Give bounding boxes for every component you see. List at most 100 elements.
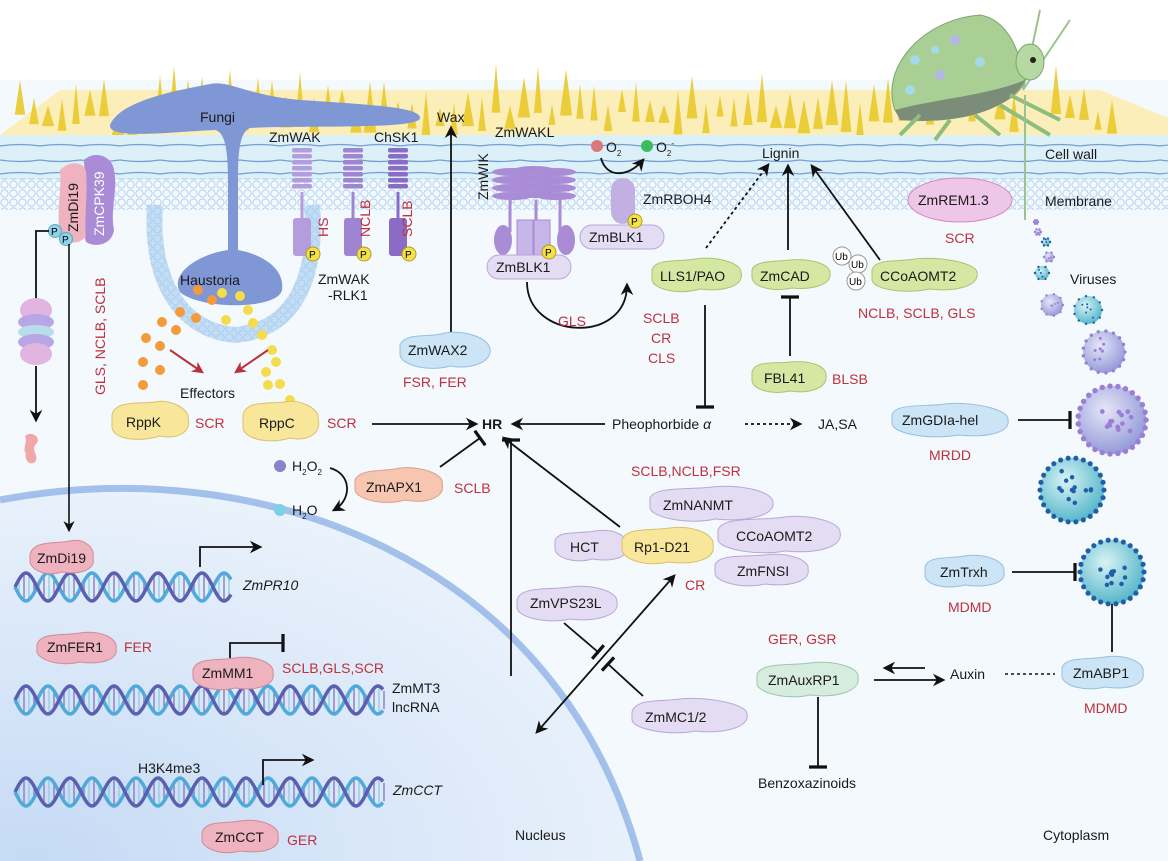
ectodomain-ring xyxy=(292,166,312,171)
svg-text:P: P xyxy=(51,227,58,238)
virus-spike xyxy=(1059,296,1062,300)
zmtrxh-disease: MDMD xyxy=(948,599,992,615)
svg-text:P: P xyxy=(545,248,552,259)
virus-spike xyxy=(1046,237,1050,240)
zmapx1-protein[interactable]: ZmAPX1 xyxy=(354,467,443,503)
ectodomain-ring xyxy=(343,166,363,171)
zmgdia-hel-disease: MRDD xyxy=(929,447,971,463)
effector-orange xyxy=(171,325,181,335)
wax-spike xyxy=(783,93,797,129)
effector-orange xyxy=(207,295,217,305)
membrane-label: Membrane xyxy=(1045,193,1112,209)
virus-spike xyxy=(1084,294,1088,298)
h2o2-molecule-icon xyxy=(274,460,286,472)
zmwak-rlk1-label-2: -RLK1 xyxy=(328,287,368,303)
zmabp1-protein[interactable]: ZmABP1 xyxy=(1061,655,1144,690)
wax-spike xyxy=(14,80,26,115)
wax-spike xyxy=(769,105,783,128)
virus-spike xyxy=(1113,537,1119,543)
lls1-pao-protein[interactable]: LLS1/PAO xyxy=(651,257,742,293)
zmfnsi-protein[interactable]: ZmFNSI xyxy=(714,553,809,587)
zmwax2-protein[interactable]: ZmWAX2 xyxy=(399,331,491,369)
zmcct-protein[interactable]: ZmCCT xyxy=(201,819,279,854)
ectodomain-ring xyxy=(292,172,312,177)
virus-spike xyxy=(1049,256,1052,259)
zmmm1-protein[interactable]: ZmMM1 xyxy=(192,656,274,691)
ccoaomt2-complex-protein[interactable]: CCoAOMT2 xyxy=(717,515,841,554)
zmwak-label: ZmWAK xyxy=(269,129,321,145)
dna-strand xyxy=(13,684,385,716)
virus-spike xyxy=(1113,601,1119,607)
hct-protein[interactable]: HCT xyxy=(554,529,628,562)
zmdi19-membrane-protein[interactable]: ZmDi19 xyxy=(58,163,87,243)
zmrboh4-protein[interactable] xyxy=(611,178,635,224)
zmfer1-protein[interactable]: ZmFER1 xyxy=(36,631,117,665)
virus-spike xyxy=(1084,339,1088,343)
zmgdia-hel-label: ZmGDIa-hel xyxy=(902,412,978,428)
virus-spike xyxy=(1044,265,1047,269)
effector-yellow xyxy=(235,291,245,301)
virus-spike xyxy=(1121,357,1126,362)
zmcad-protein[interactable]: ZmCAD xyxy=(751,259,831,291)
zmrem13-protein[interactable]: ZmREM1.3 xyxy=(907,177,1013,223)
ccoaomt2-complex-label: CCoAOMT2 xyxy=(736,528,812,544)
virus-spike xyxy=(1056,301,1059,304)
rppc-protein[interactable]: RppC xyxy=(242,400,320,442)
wax-spike xyxy=(57,98,67,131)
virus-spike xyxy=(1035,228,1038,231)
virus-spike xyxy=(1125,409,1131,414)
cellulose-fiber xyxy=(0,171,1168,175)
zmmc12-protein[interactable]: ZmMC1/2 xyxy=(631,697,748,734)
virus-spike xyxy=(1097,502,1103,508)
zmauxrp1-protein[interactable]: ZmAuxRP1 xyxy=(756,661,859,698)
virus-spike xyxy=(1053,303,1056,306)
rppk-protein[interactable]: RppK xyxy=(111,400,190,440)
zmvps23l-protein[interactable]: ZmVPS23L xyxy=(516,585,618,622)
zmtrxh-protein[interactable]: ZmTrxh xyxy=(924,554,1005,588)
ectodomain-ring xyxy=(388,154,408,159)
kinase-domain xyxy=(344,218,362,256)
zmwik-label: ZmWIK xyxy=(475,153,491,200)
virus-spike xyxy=(1120,599,1126,605)
zmwakl-zmwik-complex[interactable] xyxy=(492,166,576,259)
virus-spike xyxy=(1072,500,1078,506)
virus-spike xyxy=(1058,457,1064,463)
virus-particles xyxy=(1032,219,1149,607)
virus-spike xyxy=(1081,346,1086,350)
zmblk1-protein-a[interactable]: ZmBLK1 xyxy=(486,254,572,280)
zmdi19-nuclear-protein[interactable]: ZmDi19 xyxy=(29,539,94,575)
cytoplasm-label: Cytoplasm xyxy=(1043,827,1109,843)
virus-spike xyxy=(1089,367,1094,371)
zmgdia-hel-protein[interactable]: ZmGDIa-hel xyxy=(891,402,1009,438)
virus-spike xyxy=(1044,277,1047,281)
virus-spike xyxy=(1105,601,1111,607)
fbl41-protein[interactable]: FBL41 xyxy=(751,361,827,393)
svg-text:P: P xyxy=(62,235,69,246)
zmblk1-protein-b[interactable]: ZmBLK1 xyxy=(579,224,665,250)
wakl-ectodomain xyxy=(536,192,576,200)
dna-helix-zmpr10 xyxy=(13,571,233,603)
wax-spike xyxy=(813,96,823,129)
virus-spike xyxy=(1129,390,1136,396)
zmfer1-disease: FER xyxy=(124,639,152,655)
virus-spike xyxy=(1115,383,1121,390)
effector-orange xyxy=(193,285,203,295)
superoxide-molecule-icon xyxy=(641,140,653,152)
ectodomain-ring xyxy=(388,166,408,171)
virus-spike xyxy=(1121,342,1126,347)
effector-arrow-left xyxy=(169,349,204,374)
zmcpk39-protein[interactable]: ZmCPK39 xyxy=(83,155,116,245)
virus-spike xyxy=(1032,220,1036,224)
virus-spike xyxy=(1092,321,1096,324)
effector-orange xyxy=(155,365,165,375)
dna-strand xyxy=(13,776,385,808)
ccoaomt2-protein[interactable]: CCoAOMT2 xyxy=(871,257,978,292)
virus-spike xyxy=(1097,472,1103,478)
virus-spike xyxy=(1033,271,1037,275)
fbl41-label: FBL41 xyxy=(764,370,805,386)
rp1-to-hr-arrow xyxy=(502,436,621,528)
virus-spike xyxy=(1098,567,1103,572)
rp1-d21-protein[interactable]: Rp1-D21 xyxy=(621,526,714,565)
zmnanmt-protein[interactable]: ZmNANMT xyxy=(649,485,774,522)
